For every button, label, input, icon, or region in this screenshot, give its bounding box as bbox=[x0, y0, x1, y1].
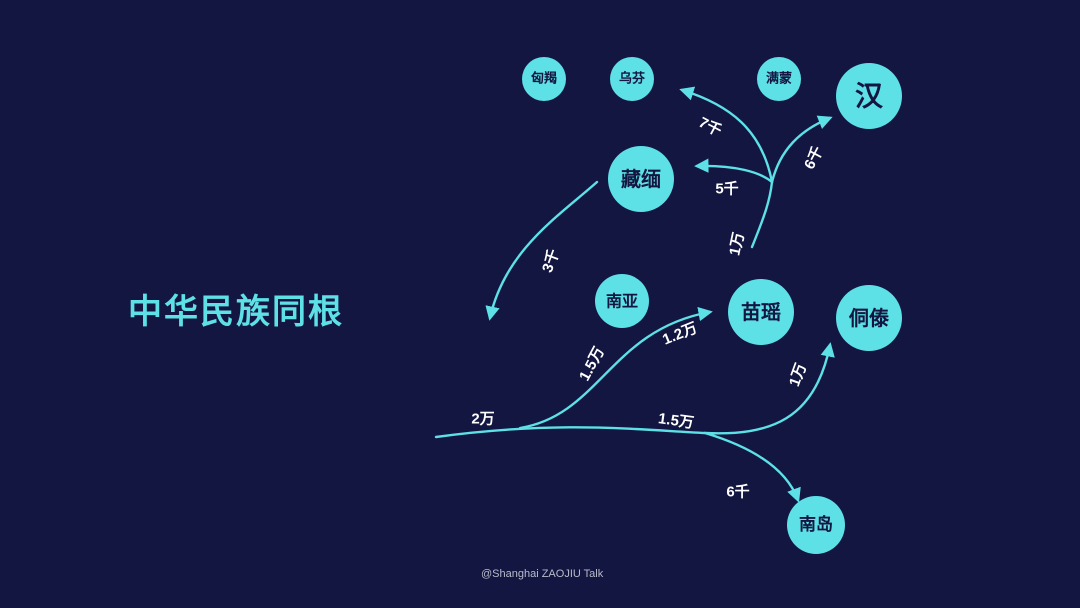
node-label: 匈羯 bbox=[531, 71, 557, 87]
branch-label-trunk: 2万 bbox=[471, 411, 494, 428]
branch-label-zangmian-west: 3千 bbox=[539, 247, 563, 275]
branch-to-miaoyao bbox=[518, 306, 713, 430]
node-label: 汉 bbox=[855, 80, 884, 113]
branch-label-to-tongdai: 1万 bbox=[786, 361, 810, 389]
node-label: 南岛 bbox=[799, 514, 833, 535]
branch-to-nandao bbox=[703, 431, 801, 503]
node-circle bbox=[728, 279, 794, 345]
branch-to-han bbox=[770, 115, 833, 184]
node-circle bbox=[522, 57, 566, 101]
node-label: 藏缅 bbox=[621, 167, 661, 191]
node-label: 苗瑶 bbox=[741, 300, 781, 324]
node-circle bbox=[595, 274, 649, 328]
branch-label-to-nandao: 6千 bbox=[726, 484, 749, 501]
node-label: 南亚 bbox=[606, 292, 638, 311]
branch-label-main-east: 1.5万 bbox=[657, 410, 695, 432]
node-label: 侗傣 bbox=[848, 306, 890, 330]
branch-lines bbox=[434, 86, 835, 503]
node-label: 乌芬 bbox=[619, 71, 646, 87]
branch-to-wuhu bbox=[679, 86, 774, 184]
branch-label-to-han: 6千 bbox=[801, 144, 827, 173]
node-han: 汉 bbox=[836, 63, 902, 129]
node-miaoyao: 苗瑶 bbox=[728, 279, 794, 345]
branch-to-north bbox=[750, 180, 774, 249]
branch-zangmian-west bbox=[485, 180, 599, 321]
node-circle bbox=[836, 285, 902, 351]
node-tongdai: 侗傣 bbox=[836, 285, 902, 351]
node-nanya: 南亚 bbox=[595, 274, 649, 328]
node-nandao: 南岛 bbox=[787, 496, 845, 554]
branch-main-east bbox=[434, 342, 835, 439]
node-wuhu: 乌芬 bbox=[610, 57, 654, 101]
node-circle bbox=[608, 146, 674, 212]
branch-label-to-zangmian: 5千 bbox=[715, 181, 738, 198]
credit-text: @Shanghai ZAOJIU Talk bbox=[481, 568, 604, 580]
branch-label-to-wuhu: 7千 bbox=[696, 114, 725, 140]
node-manmeng: 满蒙 bbox=[757, 57, 801, 101]
branch-label-to-north: 1万 bbox=[726, 231, 747, 257]
node-circle bbox=[836, 63, 902, 129]
node-zangmian: 藏缅 bbox=[608, 146, 674, 212]
branch-to-zangmian bbox=[694, 158, 774, 184]
node-label: 满蒙 bbox=[766, 71, 792, 87]
node-circle bbox=[610, 57, 654, 101]
node-circle bbox=[757, 57, 801, 101]
page-title: 中华民族同根 bbox=[128, 292, 344, 332]
node-xiongnu: 匈羯 bbox=[522, 57, 566, 101]
branch-label-to-miaoyao: 1.2万 bbox=[660, 319, 700, 348]
node-circle bbox=[787, 496, 845, 554]
